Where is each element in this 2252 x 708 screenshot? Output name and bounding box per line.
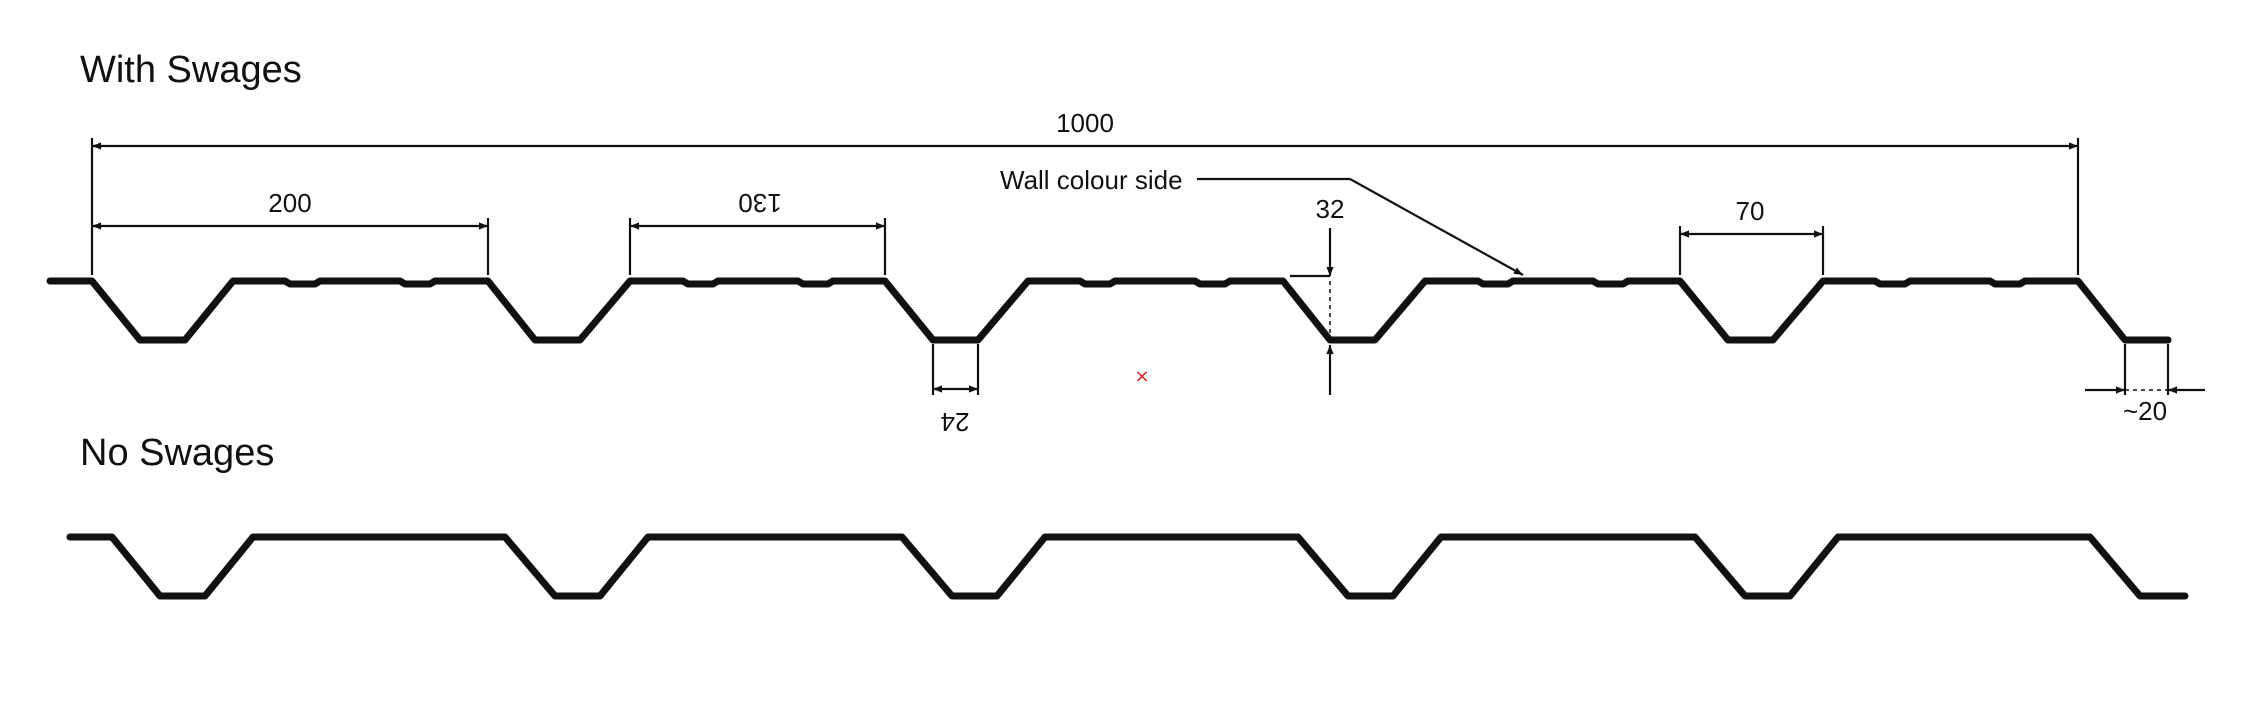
trough-dimension-label: 24 bbox=[941, 407, 970, 437]
crown-dimension-label: 70 bbox=[1736, 196, 1765, 226]
pan-dimension-label: 200 bbox=[268, 188, 311, 218]
rib-top-dimension-label: 130 bbox=[738, 188, 781, 218]
wall-colour-side-label: Wall colour side bbox=[1000, 165, 1183, 195]
red-cross-marker-icon: × bbox=[1134, 366, 1149, 387]
title-with-swages: With Swages bbox=[80, 49, 302, 91]
lip-dimension-label: ~20 bbox=[2123, 396, 2167, 426]
profile-with-swages bbox=[46, 277, 2172, 344]
height-dimension-label: 32 bbox=[1316, 194, 1345, 224]
overall-dimension-label: 1000 bbox=[1056, 108, 1114, 138]
callout-leader-arrow bbox=[1349, 178, 1524, 276]
title-no-swages: No Swages bbox=[80, 432, 274, 474]
profile-no-swages bbox=[66, 533, 2189, 600]
